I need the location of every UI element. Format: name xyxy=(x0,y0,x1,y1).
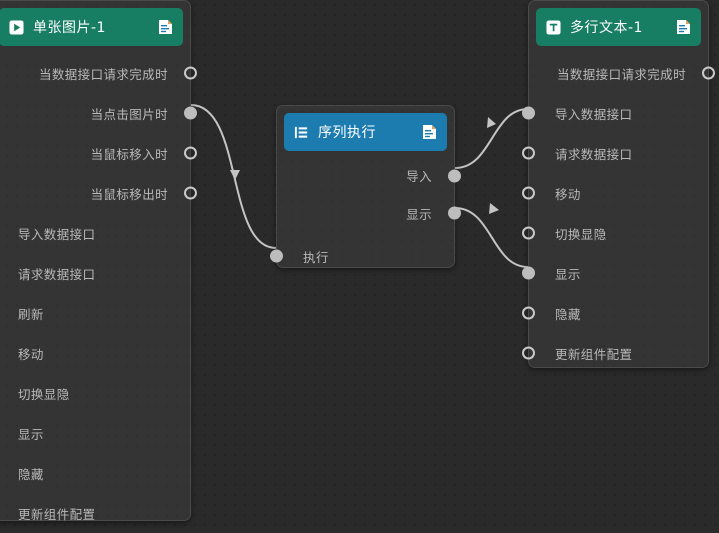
input-port-connected[interactable] xyxy=(522,106,535,120)
port-label: 隐藏 xyxy=(18,466,44,482)
node-text-ports: 当数据接口请求完成时 导入数据接口 请求数据接口 移动 切换显隐 显示 xyxy=(522,53,715,373)
node-sequence-header[interactable]: 序列执行 xyxy=(284,113,447,151)
input-row[interactable]: 隐藏 xyxy=(522,293,708,333)
node-sequence[interactable]: 序列执行 导入 显示 执行 xyxy=(270,105,461,268)
input-row[interactable]: 导入数据接口 xyxy=(0,213,190,253)
output-row[interactable]: 当数据接口请求完成时 xyxy=(529,53,715,93)
port-label: 当鼠标移出时 xyxy=(90,186,168,202)
input-row[interactable]: 执行 xyxy=(270,236,454,276)
port-label: 当鼠标移入时 xyxy=(90,146,168,162)
port-label: 移动 xyxy=(18,346,44,362)
document-icon[interactable] xyxy=(158,19,173,35)
output-row[interactable]: 导入 xyxy=(277,158,461,193)
node-image[interactable]: 单张图片-1 当数据接口请求完成时 当点击图片时 当鼠标移入时 xyxy=(0,0,197,522)
node-text-header[interactable]: 多行文本-1 xyxy=(536,8,701,46)
node-image-header[interactable]: 单张图片-1 xyxy=(0,8,183,46)
input-port-hollow[interactable] xyxy=(522,146,535,160)
port-label: 显示 xyxy=(406,206,432,222)
port-label: 导入数据接口 xyxy=(18,226,96,242)
input-row[interactable]: 移动 xyxy=(522,173,708,213)
output-row[interactable]: 当鼠标移入时 xyxy=(0,133,197,173)
input-port-hollow[interactable] xyxy=(522,306,535,320)
input-port-hollow[interactable] xyxy=(522,186,535,200)
port-label: 切换显隐 xyxy=(555,226,607,242)
output-port-hollow[interactable] xyxy=(184,66,197,80)
output-row[interactable]: 当数据接口请求完成时 xyxy=(0,53,197,93)
node-image-title: 单张图片-1 xyxy=(33,20,106,36)
edge-import-to-import-data xyxy=(454,108,529,169)
input-row[interactable]: 请求数据接口 xyxy=(522,133,708,173)
input-port-hollow[interactable] xyxy=(522,226,535,240)
port-label: 导入 xyxy=(406,169,432,184)
node-text[interactable]: 多行文本-1 当数据接口请求完成时 导入数据接口 请求数据接口 xyxy=(522,0,715,368)
port-label: 请求数据接口 xyxy=(18,266,96,282)
port-label: 更新组件配置 xyxy=(18,506,96,522)
document-icon[interactable] xyxy=(422,124,437,140)
document-icon[interactable] xyxy=(676,19,691,35)
node-sequence-ports: 导入 显示 执行 xyxy=(270,158,461,276)
input-row[interactable]: 更新组件配置 xyxy=(0,493,190,533)
input-row[interactable]: 移动 xyxy=(0,333,190,373)
sequence-icon xyxy=(294,126,308,138)
port-label: 更新组件配置 xyxy=(555,346,633,362)
input-row[interactable]: 导入数据接口 xyxy=(522,93,708,133)
input-row[interactable]: 隐藏 xyxy=(0,453,190,493)
input-row[interactable]: 显示 xyxy=(0,413,190,453)
input-row[interactable]: 切换显隐 xyxy=(522,213,708,253)
output-row[interactable]: 当点击图片时 xyxy=(0,93,197,133)
output-port-hollow[interactable] xyxy=(184,146,197,160)
port-label: 请求数据接口 xyxy=(555,146,633,162)
node-text-title: 多行文本-1 xyxy=(570,20,643,36)
port-label: 显示 xyxy=(555,266,581,282)
output-port-hollow[interactable] xyxy=(184,186,197,200)
input-row[interactable]: 切换显隐 xyxy=(0,373,190,413)
port-label: 执行 xyxy=(303,249,329,265)
output-port-connected[interactable] xyxy=(448,206,461,220)
port-label: 当数据接口请求完成时 xyxy=(38,66,168,82)
edge-arrow-3 xyxy=(489,203,499,214)
input-row[interactable]: 请求数据接口 xyxy=(0,253,190,293)
port-label: 移动 xyxy=(555,186,581,202)
output-port-hollow[interactable] xyxy=(702,66,715,80)
output-port-connected[interactable] xyxy=(184,106,197,120)
input-row[interactable]: 显示 xyxy=(522,253,708,293)
output-port-connected[interactable] xyxy=(448,169,461,182)
input-port-hollow[interactable] xyxy=(522,346,535,360)
edge-display-to-display xyxy=(454,207,529,268)
port-label: 刷新 xyxy=(18,306,44,322)
port-label: 导入数据接口 xyxy=(555,106,633,122)
input-row[interactable]: 更新组件配置 xyxy=(522,333,708,373)
port-label: 显示 xyxy=(18,426,44,442)
edge-arrow-1 xyxy=(230,170,240,180)
port-label: 当点击图片时 xyxy=(90,106,168,122)
edge-click-image-to-execute xyxy=(190,104,277,249)
input-port-connected[interactable] xyxy=(270,249,283,263)
port-label: 当数据接口请求完成时 xyxy=(556,66,686,82)
node-sequence-title: 序列执行 xyxy=(318,125,376,141)
node-image-ports: 当数据接口请求完成时 当点击图片时 当鼠标移入时 当鼠标移出时 导入数据接口 xyxy=(0,53,197,533)
input-port-connected[interactable] xyxy=(522,266,535,280)
text-icon xyxy=(546,19,561,35)
port-label: 切换显隐 xyxy=(18,386,70,402)
output-row[interactable]: 当鼠标移出时 xyxy=(0,173,197,213)
port-label: 隐藏 xyxy=(555,306,581,322)
play-icon xyxy=(9,19,24,35)
input-row[interactable]: 刷新 xyxy=(0,293,190,333)
output-row[interactable]: 显示 xyxy=(277,193,461,233)
edge-arrow-2 xyxy=(487,117,496,128)
